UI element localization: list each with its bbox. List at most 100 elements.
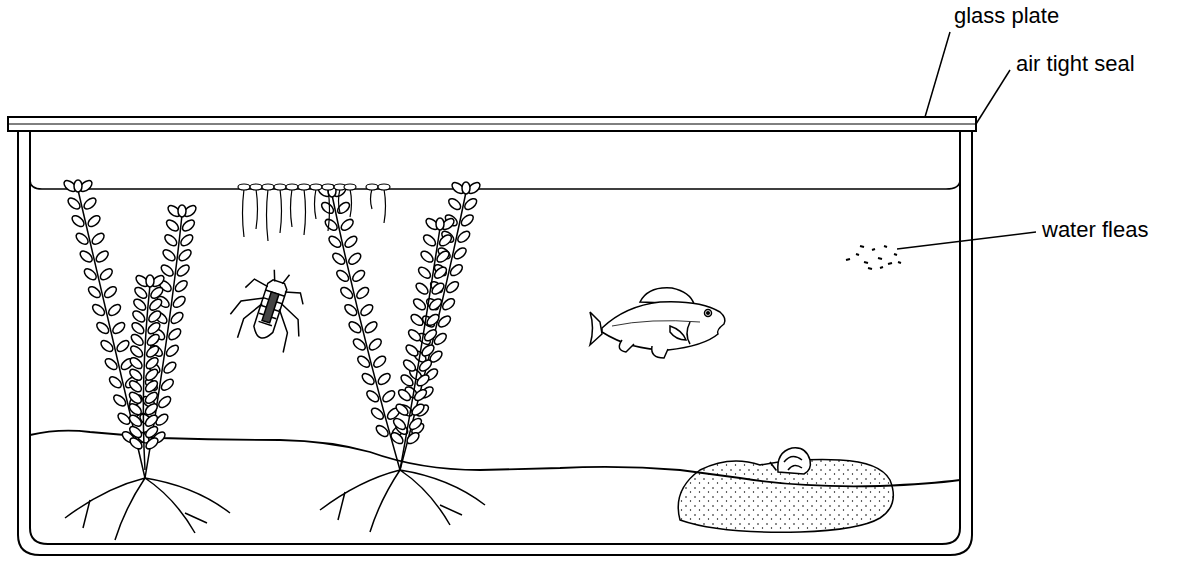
water-insect — [224, 261, 316, 356]
plant-leaf — [438, 233, 454, 248]
plant-leaf — [409, 312, 425, 327]
plant-leaf — [167, 327, 183, 342]
duckweed-root — [339, 189, 341, 213]
duckweed-root — [371, 189, 373, 209]
water-flea — [888, 263, 892, 264]
plant-leaf — [447, 197, 463, 212]
plant-leaf — [78, 249, 94, 264]
plant-leaf — [127, 402, 143, 417]
plant-leaf — [323, 217, 339, 232]
plant-leaf — [335, 268, 351, 283]
plant-leaf — [463, 197, 479, 212]
duckweed-root — [304, 189, 306, 235]
plant-leaf — [98, 267, 114, 282]
plant-leaf — [144, 356, 160, 371]
water-plants — [62, 178, 485, 540]
plant-stem — [400, 228, 440, 470]
plant-leaf — [389, 431, 405, 446]
plant-leaf — [407, 328, 423, 343]
plant-leaf — [365, 389, 381, 404]
plant-leaf — [347, 251, 363, 266]
plant-leaf — [164, 343, 180, 358]
plant-leaf — [107, 375, 123, 390]
duckweed-root — [280, 189, 282, 233]
plant-leaf — [66, 196, 82, 211]
plant-leaf — [128, 425, 144, 440]
plant-leaf — [343, 303, 359, 318]
plant-leaf — [459, 213, 475, 228]
plant-leaf — [147, 309, 163, 324]
plant-leaf — [165, 218, 181, 233]
plant-leaf — [82, 267, 98, 282]
plant-leaf — [430, 281, 446, 296]
plant-leaf — [161, 248, 177, 263]
plant-leaf — [128, 436, 144, 451]
plant-leaf — [414, 281, 430, 296]
plant-leaf — [179, 233, 195, 248]
plant-leaf — [144, 379, 160, 394]
plant-leaf — [145, 332, 161, 347]
plant-leaf — [327, 234, 343, 249]
label: air tight seal — [1014, 52, 1137, 76]
plant-leaf — [129, 344, 145, 359]
plant-leaf — [128, 367, 144, 382]
plant-leaf — [360, 371, 376, 386]
plant-leaf — [173, 279, 189, 294]
plant-leaf — [367, 337, 383, 352]
fish — [590, 288, 725, 358]
plant-leaf — [404, 343, 420, 358]
plant-leaf — [128, 356, 144, 371]
plant-leaf — [351, 337, 367, 352]
duckweed-root — [350, 189, 352, 217]
plant-leaf — [347, 320, 363, 335]
plant-leaf — [144, 436, 160, 451]
plant-leaf — [171, 294, 187, 309]
plant-leaf — [94, 249, 110, 264]
duckweed-frond — [238, 184, 250, 190]
plant-stem — [78, 190, 145, 478]
plant-leaf — [74, 180, 82, 192]
plant-leaf — [422, 233, 438, 248]
duckweed-root — [315, 189, 317, 219]
plant-leaf — [376, 371, 392, 386]
plant-leaf — [132, 297, 148, 312]
plant-leaf — [115, 338, 131, 353]
plant-leaf — [374, 424, 390, 439]
water-flea — [880, 267, 883, 268]
plant-leaf — [355, 285, 371, 300]
plant-leaf — [107, 302, 123, 317]
plant-leaf — [111, 320, 127, 335]
snail — [770, 448, 810, 474]
plant-leaf — [143, 402, 159, 417]
water-flea — [872, 249, 875, 250]
plant-leaf — [133, 285, 149, 300]
plant-leaf — [144, 367, 160, 382]
plant-leaf — [146, 275, 154, 287]
plant-leaf — [103, 357, 119, 372]
plant-leaf — [112, 393, 128, 408]
duckweed-frond — [366, 184, 378, 190]
duckweed-frond — [322, 184, 334, 190]
duckweed-frond — [310, 184, 322, 190]
plant-leaf — [363, 320, 379, 335]
duckweed — [238, 184, 390, 241]
duckweed-root — [243, 189, 245, 237]
duckweed-frond — [298, 184, 310, 190]
plant-leaf — [408, 416, 424, 431]
plant-leaf — [343, 234, 359, 249]
plant-leaf — [99, 338, 115, 353]
plant-leaf — [441, 297, 457, 312]
plant-leaf — [178, 205, 186, 217]
plant-leaf — [372, 354, 388, 369]
plant-leaf — [162, 360, 178, 375]
plant-leaf — [86, 285, 102, 300]
plant-leaf — [417, 265, 433, 280]
plant-roots — [65, 478, 230, 540]
plant-leaf — [181, 218, 197, 233]
plant-leaf — [412, 297, 428, 312]
plant-leaf — [91, 302, 107, 317]
plant-leaf — [369, 406, 385, 421]
duckweed-frond — [344, 184, 356, 190]
water-flea — [860, 246, 864, 247]
plant-leaf — [143, 390, 159, 405]
